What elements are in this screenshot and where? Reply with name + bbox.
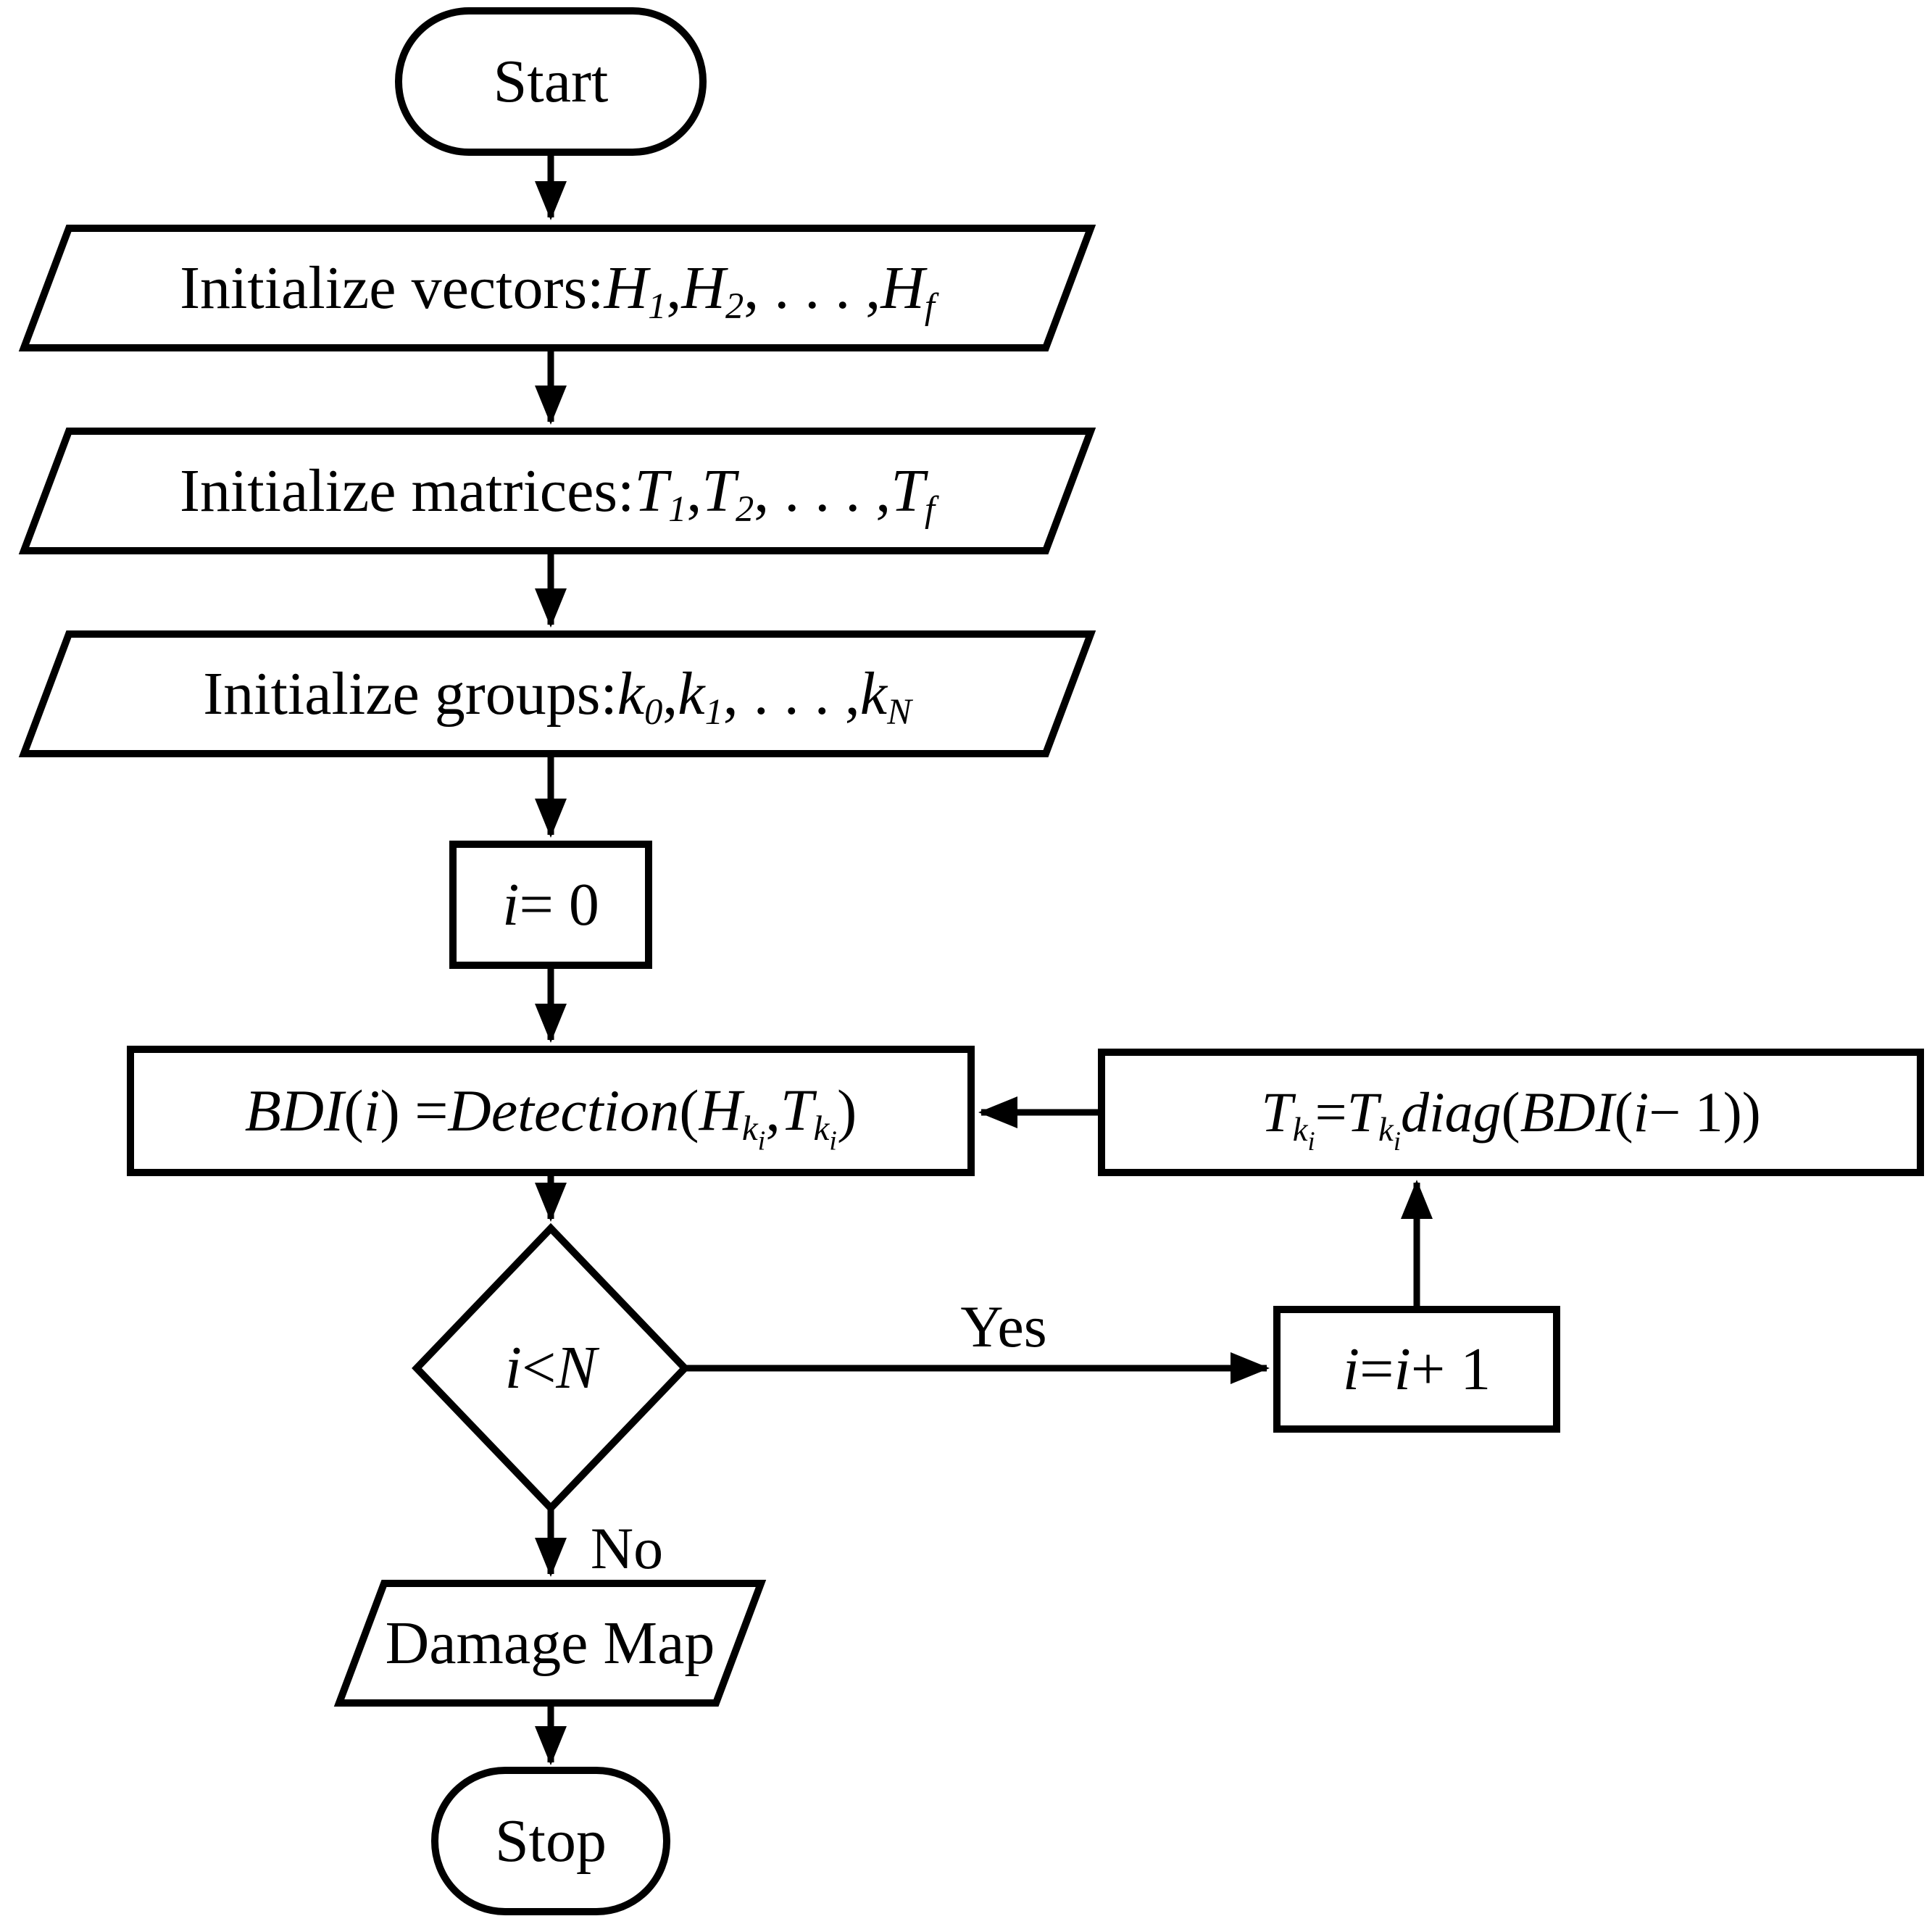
- damage-map-label: Damage Map: [385, 1609, 715, 1677]
- init-vectors-label: Initialize vectors: H1, H2, . . . , Hf: [180, 254, 935, 326]
- start-label: Start: [493, 47, 609, 115]
- init-matrices-parallelogram-shape: [18, 428, 1096, 554]
- init-groups-parallelogram-shape: [18, 630, 1096, 757]
- stop-terminator-shape: [431, 1767, 670, 1915]
- yes-branch-label: Yes: [960, 1294, 1047, 1359]
- damage-map-parallelogram-shape: [333, 1580, 767, 1707]
- no-branch-label: No: [590, 1515, 664, 1581]
- start-terminator-shape: [395, 7, 707, 156]
- init-groups-label: Initialize groups: k0, k1, . . . , kN: [203, 659, 912, 732]
- increment-process-shape: [1273, 1306, 1560, 1433]
- decision-label: i < N: [504, 1334, 597, 1402]
- init-vectors-parallelogram-shape: [18, 225, 1096, 351]
- update-transfer-process-shape: [1098, 1049, 1924, 1176]
- stop-label: Stop: [494, 1807, 607, 1875]
- set-index-label: i = 0: [502, 870, 599, 938]
- increment-label: i = i + 1: [1342, 1335, 1491, 1403]
- decision-diamond-shape: [412, 1223, 690, 1514]
- set-index-process-shape: [449, 841, 652, 969]
- init-matrices-label: Initialize matrices: T1, T2, . . . , Tf: [180, 457, 935, 529]
- detection-process-shape: [127, 1046, 975, 1176]
- detection-label: BDI(i) = Detection(Hki, Tki): [244, 1077, 857, 1157]
